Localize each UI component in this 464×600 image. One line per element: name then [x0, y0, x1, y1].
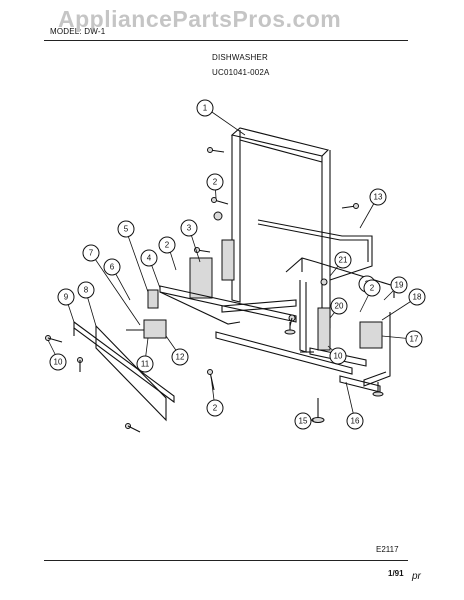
callout-10b: 10 [329, 347, 347, 365]
callout-16: 16 [346, 412, 364, 430]
callout-6: 6 [103, 258, 121, 276]
product-title: DISHWASHER [212, 53, 268, 62]
callout-13: 13 [369, 188, 387, 206]
model-label: MODEL: DW-1 [50, 27, 106, 36]
door-switch [126, 319, 167, 339]
callout-7: 7 [82, 244, 100, 262]
callout-10a: 10 [49, 353, 67, 371]
slide-track [215, 299, 353, 375]
svg-text:4: 4 [147, 254, 152, 263]
svg-text:5: 5 [124, 225, 129, 234]
callout-2a: 2 [206, 173, 224, 191]
initials: pr [412, 571, 421, 582]
watermark: AppliancePartsPros.com [58, 6, 342, 32]
screws [194, 147, 359, 391]
callout-15: 15 [294, 412, 312, 430]
svg-text:1: 1 [203, 104, 208, 113]
callout-20: 20 [330, 297, 348, 315]
callout-21: 21 [334, 251, 352, 269]
svg-text:11: 11 [141, 360, 150, 369]
svg-text:10: 10 [54, 358, 63, 367]
drawing-id: E2117 [376, 545, 399, 554]
footer-rule [44, 560, 408, 561]
svg-text:8: 8 [84, 286, 89, 295]
svg-text:2: 2 [165, 241, 170, 250]
callout-4: 4 [140, 249, 158, 267]
svg-text:6: 6 [110, 263, 115, 272]
left-screws [45, 335, 141, 433]
date-code: 1/91 [388, 569, 404, 578]
leveling-legs [284, 322, 384, 423]
svg-text:2: 2 [213, 178, 218, 187]
support-rod [257, 219, 373, 281]
callout-17: 17 [405, 330, 423, 348]
svg-text:7: 7 [89, 249, 94, 258]
callout-11: 11 [136, 355, 154, 373]
callout-2b: 2 [158, 236, 176, 254]
header-rule [44, 40, 408, 41]
callout-3: 3 [180, 219, 198, 237]
callout-2d: 2 [206, 399, 224, 417]
callout-8: 8 [77, 281, 95, 299]
hinge-assembly [147, 257, 297, 325]
svg-text:13: 13 [374, 193, 383, 202]
callout-18: 18 [408, 288, 426, 306]
svg-text:2: 2 [213, 404, 218, 413]
svg-text:3: 3 [187, 224, 192, 233]
callout-9: 9 [57, 288, 75, 306]
door-frame [221, 127, 331, 331]
svg-text:19: 19 [395, 281, 404, 290]
svg-text:17: 17 [410, 335, 419, 344]
callout-1: 1 [196, 99, 214, 117]
callout-2e: 2 [363, 279, 381, 297]
svg-text:20: 20 [335, 302, 344, 311]
svg-text:21: 21 [339, 256, 348, 265]
svg-text:2: 2 [370, 284, 375, 293]
svg-text:10: 10 [334, 352, 343, 361]
svg-text:18: 18 [413, 293, 422, 302]
svg-text:16: 16 [351, 417, 360, 426]
callout-5: 5 [117, 220, 135, 238]
left-bracket [73, 320, 175, 422]
right-frame [285, 257, 395, 393]
part-code: UC01041-002A [212, 68, 270, 77]
callout-12: 12 [171, 348, 189, 366]
svg-text:9: 9 [64, 293, 69, 302]
svg-text:12: 12 [176, 353, 185, 362]
svg-text:15: 15 [299, 417, 308, 426]
callout-19: 19 [390, 276, 408, 294]
